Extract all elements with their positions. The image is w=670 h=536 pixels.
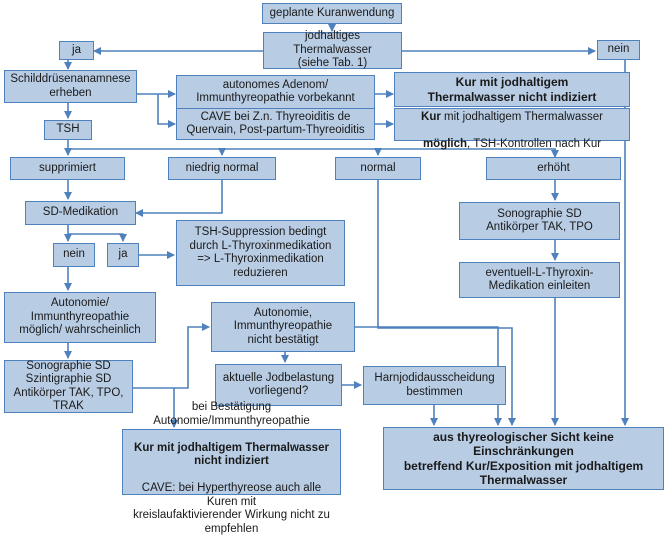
moeglich-mit: mit jodhaltigem Thermalwasser <box>440 111 603 123</box>
node-adenom: autonomes Adenom/ Immunthyreopathie vorb… <box>176 75 375 109</box>
node-moeglich: Kur mit jodhaltigem Thermalwasser möglic… <box>394 108 630 150</box>
moeglich-word: möglich <box>422 138 468 150</box>
node-bestaetigung: bei Bestätigung Autonomie/Immunthyreopat… <box>122 401 341 535</box>
bestaetigung-line3: CAVE: bei Hyperthyreose auch alle Kuren … <box>133 482 330 535</box>
node-erhoeht: erhöht <box>486 157 621 180</box>
bestaetigung-line1: bei Bestätigung Autonomie/Immunthyreopat… <box>153 401 310 427</box>
node-supprimiert: supprimiert <box>10 157 125 180</box>
node-l-thyroxin: eventuell-L-Thyroxin- Medikation einleit… <box>459 262 620 298</box>
node-thermal: jodhaltiges Thermalwasser (siehe Tab. 1) <box>263 30 402 69</box>
node-harnjod: Harnjodidausscheidung bestimmen <box>363 366 506 405</box>
node-ja-mid: ja <box>107 243 139 267</box>
node-tsh-suppression: TSH-Suppression bedingt durch L-Thyroxin… <box>176 220 345 286</box>
node-autonomie: Autonomie/ Immunthyreopathie möglich/ wa… <box>4 292 156 343</box>
arrow-sdmed-ja <box>68 233 127 242</box>
node-cave: CAVE bei Z.n. Thyreoiditis de Quervain, … <box>176 108 375 140</box>
arrow-normal-final <box>377 180 516 426</box>
node-final: aus thyreologischer Sicht keine Einschrä… <box>383 427 664 490</box>
node-sono-left: Sonographie SD Szintigraphie SD Antikörp… <box>4 360 133 413</box>
moeglich-kur: Kur <box>421 111 441 123</box>
node-start: geplante Kuranwendung <box>262 3 402 24</box>
connector-layer <box>64 24 629 428</box>
node-sono-right: Sonographie SD Antikörper TAK, TPO <box>459 202 620 240</box>
node-nicht-indiziert: Kur mit jodhaltigem Thermalwasser nicht … <box>394 72 630 107</box>
node-niedrig-normal: niedrig normal <box>168 157 276 180</box>
node-jodbelastung: aktuelle Jodbelastung vorliegend? <box>215 364 342 406</box>
node-ja-top: ja <box>59 41 94 60</box>
moeglich-kontrollen: , TSH-Kontrollen nach Kur <box>467 138 602 150</box>
arrow-anamnese-cave <box>157 94 176 128</box>
arrow-niedrig-sdmed <box>135 180 223 217</box>
bestaetigung-line2: Kur mit jodhaltigem Thermalwasser nicht … <box>134 441 329 468</box>
node-anamnese: Schilddrüsenanamnese erheben <box>4 70 137 103</box>
node-nein-top: nein <box>597 40 640 60</box>
node-sd-medikation: SD-Medikation <box>25 201 136 225</box>
node-tsh: TSH <box>44 120 92 140</box>
node-nein-mid: nein <box>53 243 95 267</box>
arrow-sono-nichtbestaetigt <box>174 323 210 389</box>
node-nicht-bestaetigt: Autonomie, Immunthyreopathie nicht bestä… <box>211 302 355 352</box>
node-normal: normal <box>335 157 421 180</box>
